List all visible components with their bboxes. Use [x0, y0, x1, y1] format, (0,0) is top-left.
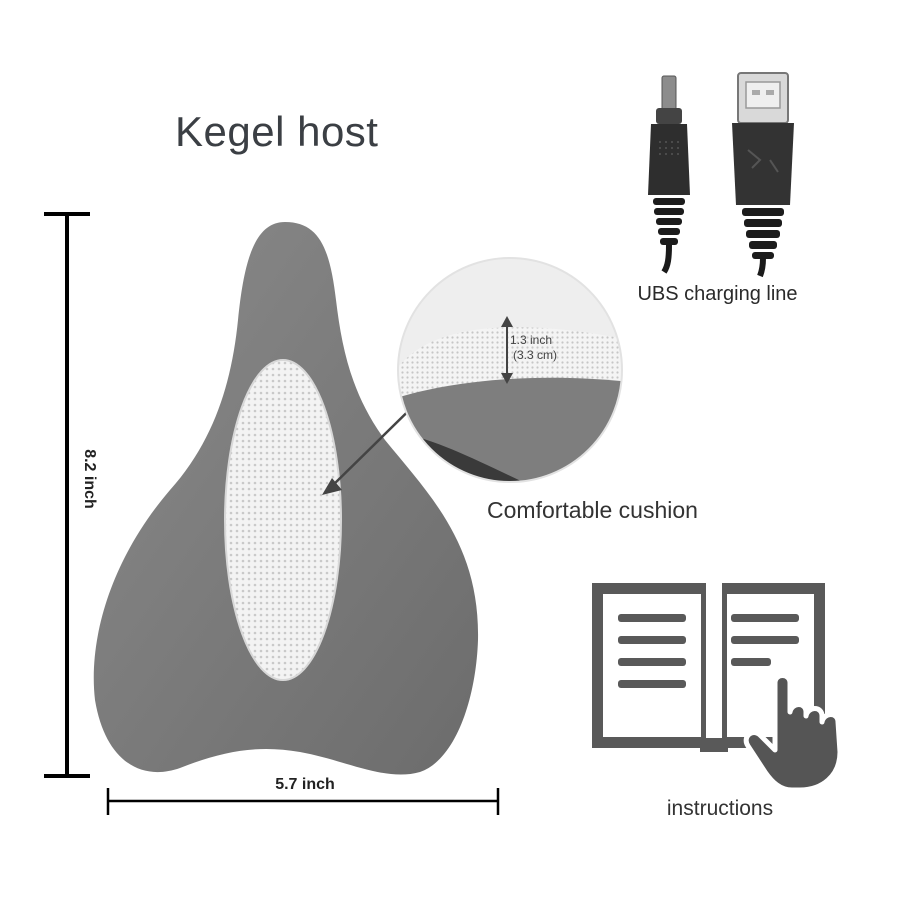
pointing-hand-icon	[743, 673, 843, 793]
height-dimension-line	[44, 212, 90, 778]
instructions-label: instructions	[666, 797, 774, 820]
open-book-icon	[592, 583, 825, 752]
page-title: Kegel host	[175, 108, 379, 155]
cushion-arrow-head	[322, 478, 342, 495]
cushion-height-inch-label: 1.3 inch	[510, 333, 553, 347]
cushion-label: Comfortable cushion	[487, 497, 698, 523]
usb-cable-icon	[732, 72, 794, 278]
width-dimension-line	[106, 788, 500, 815]
cushion-height-cm-label: (3.3 cm)	[513, 348, 558, 362]
cushion-zoom-view	[397, 257, 623, 483]
height-dimension-label: 8.2 inch	[81, 449, 98, 509]
dc-plug-icon	[648, 75, 690, 274]
width-dimension-label: 5.7 inch	[275, 776, 335, 793]
cushion-pad	[224, 359, 342, 681]
charging-cable-label: UBS charging line	[637, 283, 798, 305]
